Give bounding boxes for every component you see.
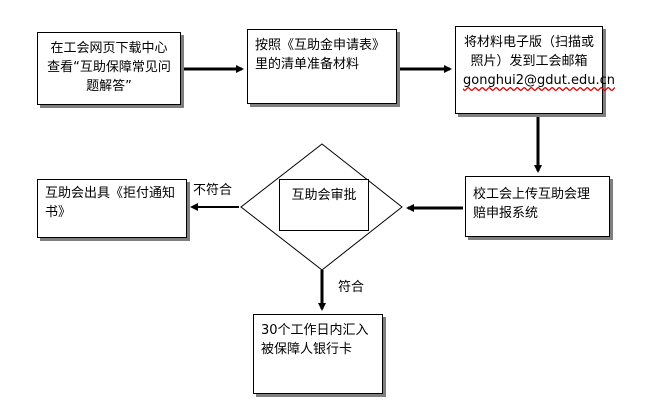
node-upload-system: 校工会上传互助会理赔申报系统 — [465, 176, 610, 237]
edge-label-fail: 不符合 — [193, 183, 233, 198]
node-email-materials: 将材料电子版（扫描或照片）发到工会邮箱 gonghui2@gdut.edu.cn — [455, 26, 615, 114]
email-address: gonghui2@gdut.edu.cn — [463, 73, 616, 88]
edge-label-pass: 符合 — [338, 280, 365, 295]
node-review: 互助会审批 — [279, 179, 369, 231]
node-payment: 30个工作日内汇入被保障人银行卡 — [253, 314, 383, 394]
node-refusal-notice-text: 互助会出具《拒付通知书》 — [45, 186, 176, 220]
node-refusal-notice: 互助会出具《拒付通知书》 — [37, 179, 187, 238]
node-upload-system-text: 校工会上传互助会理赔申报系统 — [473, 187, 591, 221]
node-prepare-materials-text: 按照《互助金申请表》里的清单准备材料 — [255, 38, 386, 72]
node-email-materials-text: 将材料电子版（扫描或照片）发到工会邮箱 — [463, 35, 594, 69]
node-download-guide-text: 在工会网页下载中心查看“互助保障常见问题解答” — [47, 41, 171, 94]
node-review-text: 互助会审批 — [291, 188, 357, 203]
node-prepare-materials: 按照《互助金申请表》里的清单准备材料 — [247, 29, 397, 104]
node-payment-text: 30个工作日内汇入被保障人银行卡 — [261, 323, 369, 357]
node-download-guide: 在工会网页下载中心查看“互助保障常见问题解答” — [37, 32, 181, 105]
